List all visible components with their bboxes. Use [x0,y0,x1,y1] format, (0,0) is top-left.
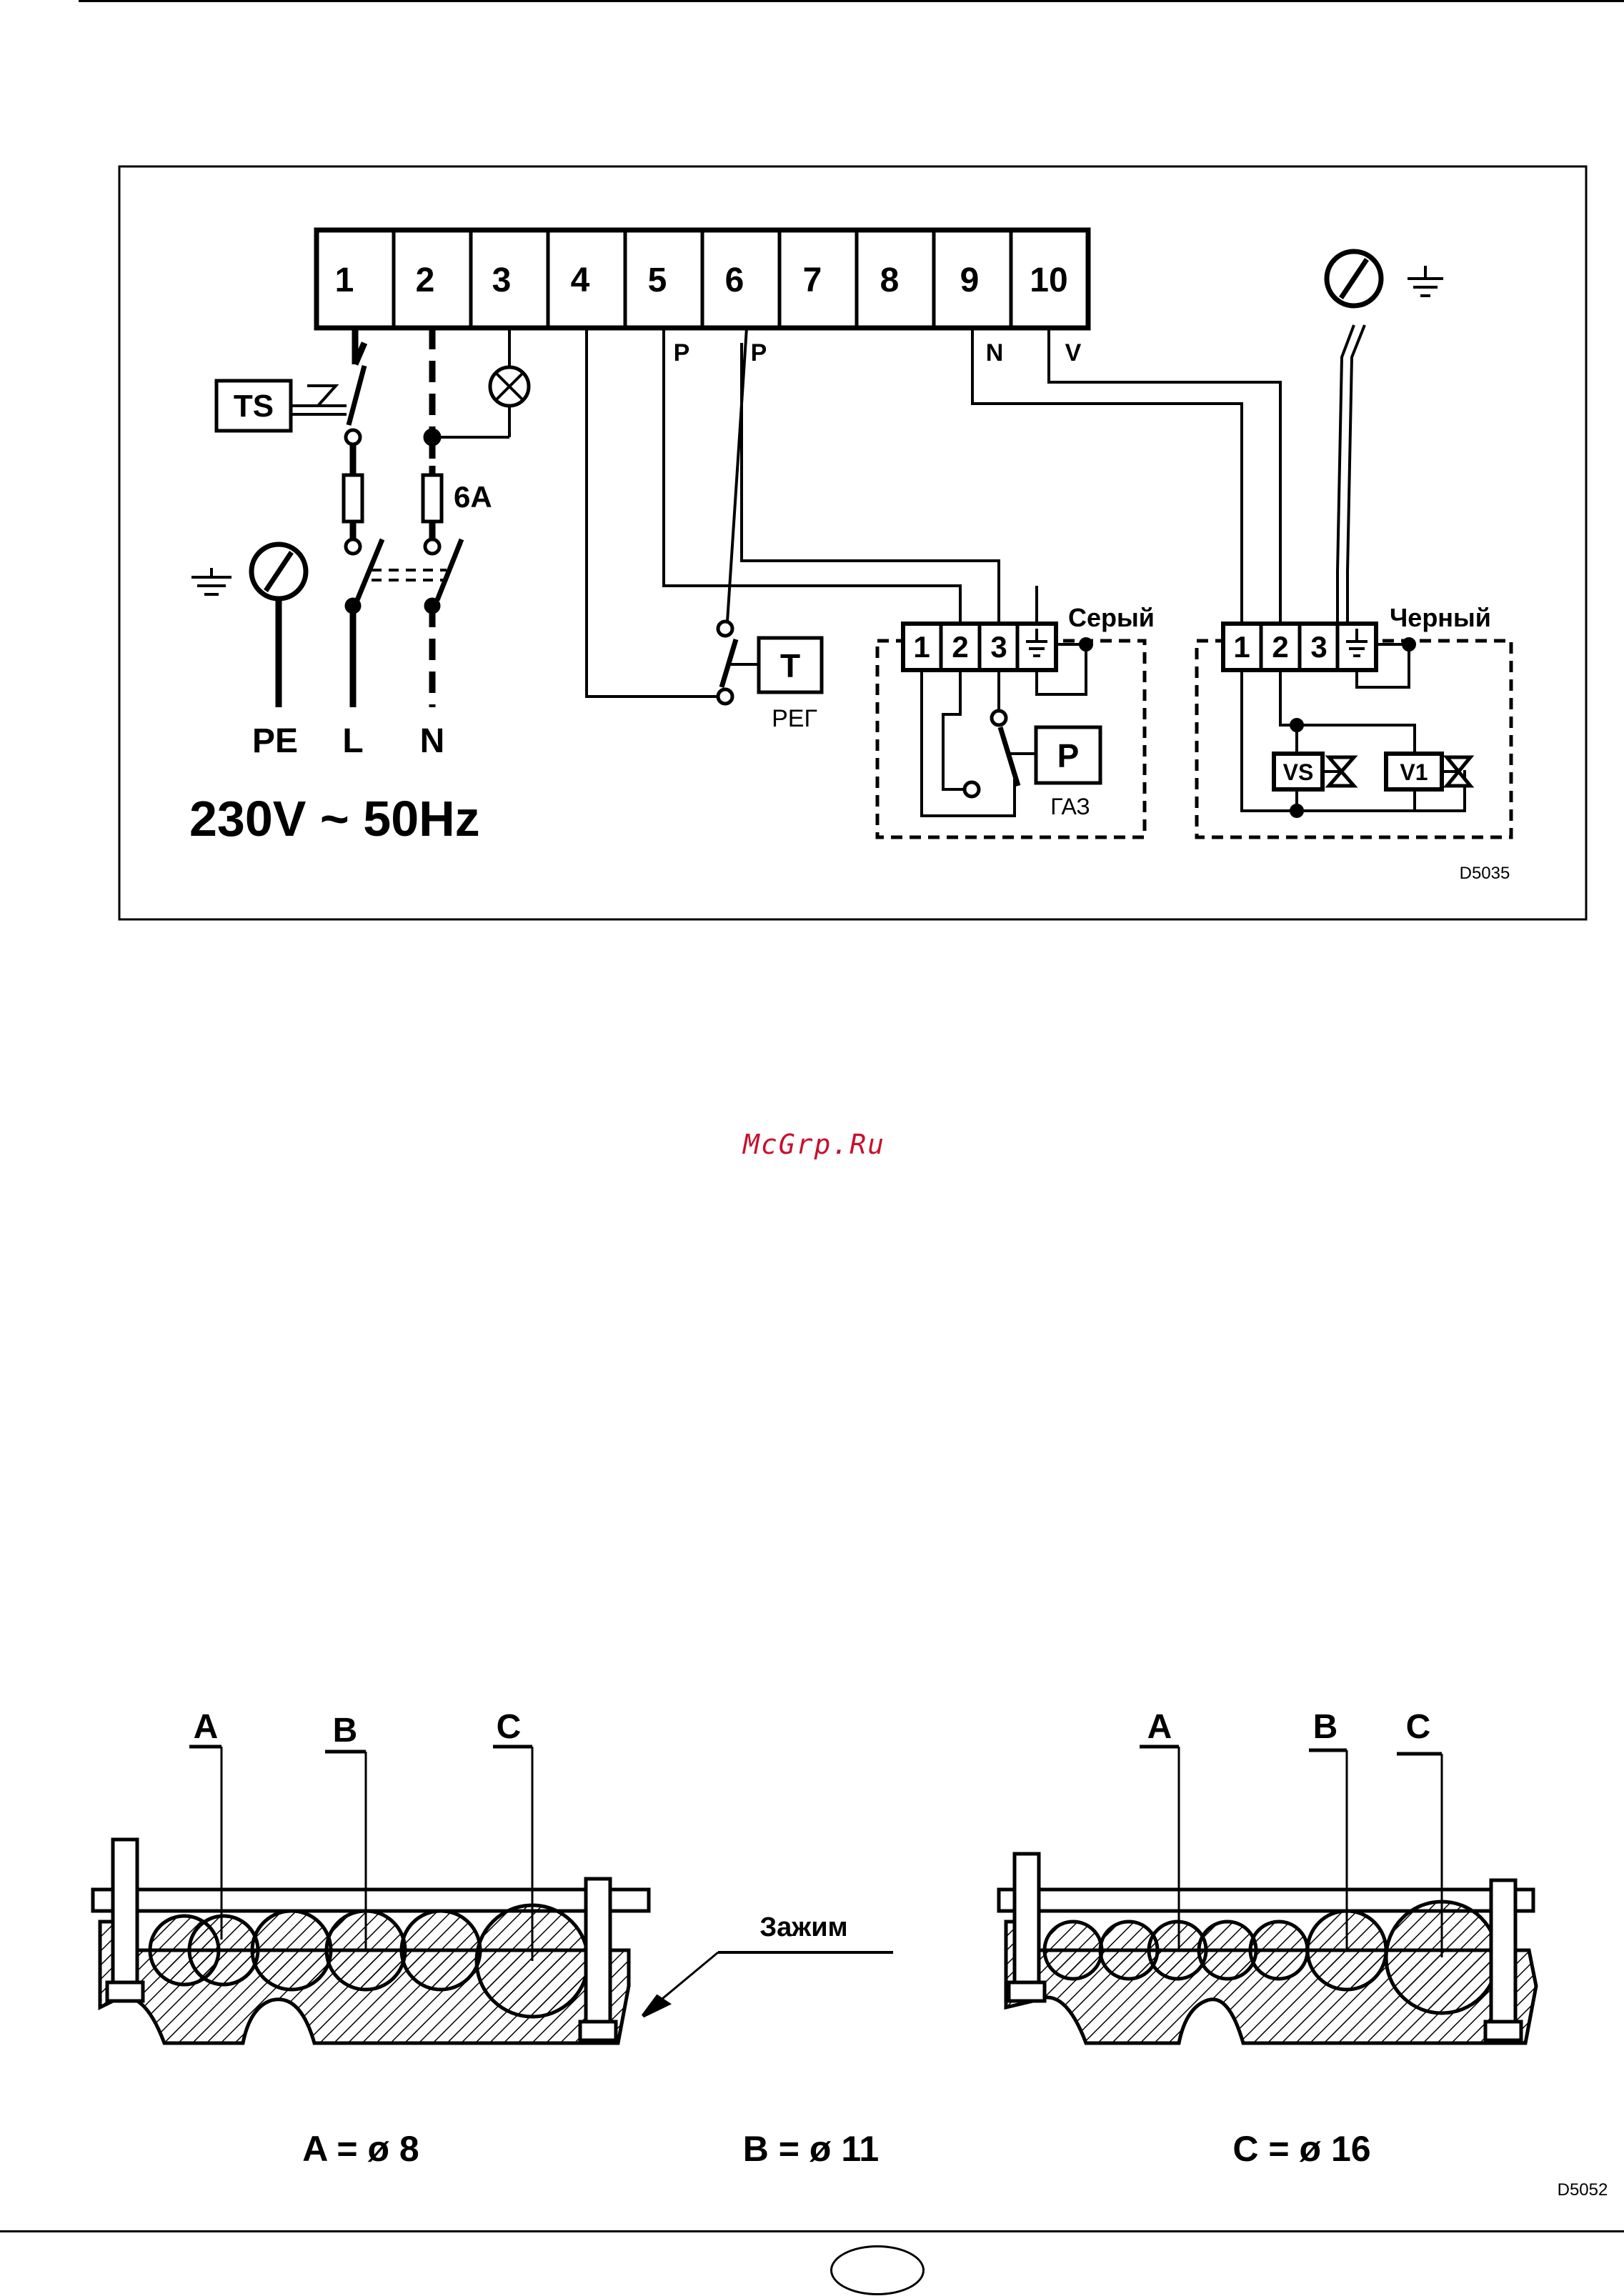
terminal-4-label: 4 [571,261,590,299]
clamps-code: D5052 [1558,2180,1608,2200]
terminal-5-label: 5 [648,261,667,299]
gas-pressure-box: P [1057,737,1080,774]
gas-connector-label: Серый [1068,603,1155,632]
left-label-a: A [194,1708,219,1746]
right-label-a: A [1147,1708,1172,1746]
gas-pin-1: 1 [913,630,930,664]
terminal-8-label: 8 [880,261,900,299]
mains-n-label: N [420,722,445,760]
right-label-b: B [1313,1708,1338,1746]
left-label-c: C [497,1708,522,1746]
terminal-7-label: 7 [803,261,822,299]
wire-label-v: V [1065,339,1082,366]
gas-pin-3: 3 [990,630,1007,664]
clamp-left [93,1747,893,2043]
valve-pin-1: 1 [1233,630,1250,664]
mains-section [191,328,529,707]
ts-label: TS [234,389,274,424]
wire-label-n: N [986,339,1004,366]
terminal-3-label: 3 [492,261,512,299]
mains-pe-label: PE [252,722,298,760]
terminal-block: 1 2 3 4 5 6 7 8 9 10 [317,230,1088,328]
valve-pin-3: 3 [1310,630,1327,664]
gas-pressure-label: ГАЗ [1050,794,1090,819]
thermostat-label: РЕГ [772,705,817,732]
supply-label: 230V ~ 50Hz [189,791,480,847]
wire-label-p-6: P [751,339,767,366]
wiring-code: D5035 [1460,864,1510,883]
terminal-6-label: 6 [725,261,744,299]
valve-vs-label: VS [1283,759,1314,785]
terminal-10-label: 10 [1030,261,1067,299]
terminal-2-label: 2 [416,261,435,299]
thermostat-box: T [780,647,800,684]
wiring-diagram: 1 2 3 4 5 6 7 8 9 10 P P N V [119,166,1586,919]
terminal-9-label: 9 [960,261,980,299]
fuse-label: 6A [454,480,492,514]
left-label-b: B [333,1712,358,1750]
wire-label-p-5: P [674,339,690,366]
valve-pin-2: 2 [1272,630,1288,664]
gas-pin-2: 2 [952,630,968,664]
dim-c: C = ø 16 [1232,2129,1370,2169]
dim-b: B = ø 11 [743,2129,879,2169]
clamp-right [999,1747,1536,2043]
right-label-c: C [1406,1708,1431,1746]
mains-l-label: L [342,722,363,760]
valve-connector-label: Черный [1390,603,1491,632]
clamp-label: Зажим [759,1912,847,1942]
cable-clamps: A B C Зажим A B C A = [93,1708,1608,2200]
dim-a: A = ø 8 [302,2129,419,2169]
valve-v1-label: V1 [1400,759,1428,785]
terminal-1-label: 1 [335,261,354,299]
